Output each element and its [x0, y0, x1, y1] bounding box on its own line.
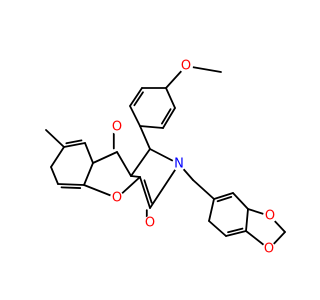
- double-bond-C8-C7: [65, 139, 83, 145]
- ring-nitrogen: N: [172, 157, 186, 172]
- bond-N-C3: [149, 163, 180, 209]
- dioxole-oxygen-upper-label: O: [265, 209, 275, 224]
- dioxole-oxygen-lower-label: O: [264, 242, 274, 257]
- dioxole-oxygen-upper: O: [263, 209, 277, 224]
- bond-b3-b4: [245, 208, 249, 232]
- pyran-oxygen-label: O: [112, 191, 122, 206]
- bond-C5-C4a: [57, 183, 85, 186]
- bond-C9a-C1: [130, 148, 151, 177]
- atom-labels: O O O O N O O: [110, 59, 277, 257]
- double-bond-b1-b2: [216, 195, 233, 203]
- bond-b4-b5: [225, 230, 247, 237]
- pyran-oxygen: O: [110, 191, 124, 206]
- double-bond-p2-p3: [161, 108, 172, 125]
- double-bond-C3-C3a: [143, 179, 153, 204]
- dioxole-oxygen-lower: O: [262, 242, 276, 257]
- methoxy-oxygen-label: O: [181, 59, 191, 74]
- ketone-oxygen: O: [110, 120, 124, 135]
- bond-C8a-C8: [84, 142, 94, 164]
- double-bond-C5-C4a: [60, 186, 82, 189]
- bond-C8-C7: [63, 142, 86, 148]
- bond-p4-p5: [129, 105, 141, 127]
- bond-CH2-b1: [192, 179, 215, 200]
- bond-p5-p6: [129, 87, 143, 107]
- bond-b5-b6: [208, 220, 227, 237]
- bond-C3-C3a: [139, 176, 151, 209]
- double-bond-p5-p6: [133, 91, 144, 107]
- bond-b6-b1: [208, 198, 215, 222]
- bond-C7-C6: [50, 146, 65, 168]
- bond-p4-C1: [139, 125, 151, 150]
- bond-C9a-C9: [116, 151, 132, 177]
- double-bond-b4-b5: [227, 227, 244, 234]
- bond-C6-C5: [50, 166, 59, 185]
- bond-p1-p2: [165, 87, 176, 109]
- bond-p2-p3: [162, 107, 176, 129]
- bond-C3a-C9a: [130, 175, 141, 178]
- bond-C9-C8a: [92, 151, 118, 164]
- lactam-oxygen: O: [143, 216, 157, 231]
- bond-lines: [45, 65, 286, 250]
- methoxy-oxygen: O: [179, 59, 193, 74]
- bond-p3-p4: [139, 125, 164, 129]
- bond-b1-b2: [213, 192, 234, 200]
- bond-C4a-C8a: [83, 162, 94, 186]
- ketone-oxygen-label: O: [112, 120, 122, 135]
- ring-nitrogen-label: N: [174, 157, 184, 172]
- bond-C7-Mea: [45, 129, 65, 148]
- molecule-structure: O O O O N O O: [45, 59, 286, 257]
- lactam-oxygen-label: O: [145, 216, 155, 231]
- bond-b2-b3: [232, 192, 249, 210]
